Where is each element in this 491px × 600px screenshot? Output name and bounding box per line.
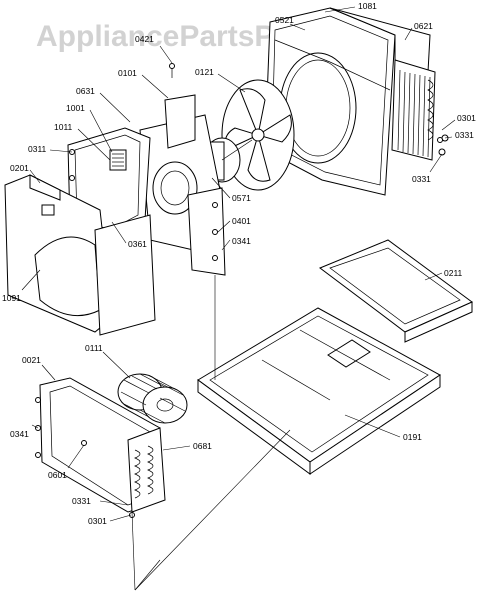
callout-0121: 0121 <box>195 67 214 77</box>
callout-0401: 0401 <box>232 216 251 226</box>
callout-0601: 0601 <box>48 470 67 480</box>
blower-wheel <box>117 373 188 424</box>
evaporator-coil <box>35 377 166 518</box>
blower-scroll-panel <box>139 94 221 256</box>
callout-0201: 0201 <box>10 163 29 173</box>
callout-0681: 0681 <box>193 441 212 451</box>
callout-0331-top-b: 0331 <box>412 174 431 184</box>
callout-0111: 0111 <box>85 343 103 353</box>
leader-lines <box>21 6 456 591</box>
callout-0311: 0311 <box>28 144 47 154</box>
callout-0521: 0521 <box>275 15 294 25</box>
condenser-coil <box>391 59 449 161</box>
callout-0101: 0101 <box>118 68 137 78</box>
callout-0361: 0361 <box>128 239 147 249</box>
callout-0021: 0021 <box>22 355 41 365</box>
callout-0341-top: 0341 <box>232 236 251 246</box>
drain-tray <box>318 239 473 343</box>
motor-mount-bracket <box>187 187 226 276</box>
callout-0331-bottom: 0331 <box>72 496 91 506</box>
callout-0191: 0191 <box>403 432 422 442</box>
callout-0631: 0631 <box>76 86 95 96</box>
callout-0341-bottom: 0341 <box>10 429 29 439</box>
callout-1081: 1081 <box>358 1 377 11</box>
callout-0571: 0571 <box>232 193 251 203</box>
callout-0331-top-a: 0331 <box>455 130 474 140</box>
callout-0211: 0211 <box>444 268 463 278</box>
callout-1001: 1001 <box>66 103 85 113</box>
callout-0621: 0621 <box>414 21 433 31</box>
divider-wall <box>94 214 156 336</box>
callout-0421: 0421 <box>135 34 154 44</box>
part-callouts: 1081 0521 0621 0421 0101 0121 0631 1001 … <box>2 1 476 526</box>
callout-0301-top: 0301 <box>457 113 476 123</box>
callout-0301-bottom: 0301 <box>88 516 107 526</box>
base-pan <box>197 307 441 475</box>
callout-1091: 1091 <box>2 293 21 303</box>
condenser-shroud <box>264 7 431 196</box>
callout-1011: 1011 <box>54 122 73 132</box>
